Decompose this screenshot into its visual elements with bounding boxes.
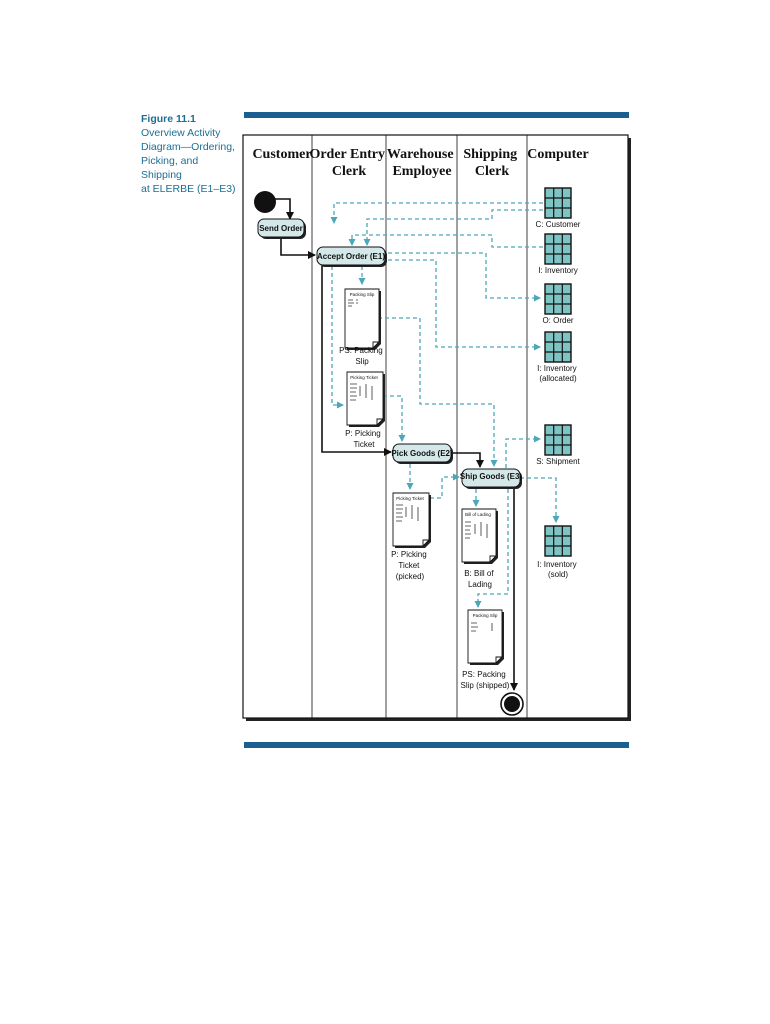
activity-accept-order: Accept Order (E1) [316, 246, 387, 267]
flow-pick-goods-to-ship-goods [452, 452, 484, 468]
document-title: Picking Ticket [350, 375, 378, 380]
database-grid-icon [544, 424, 572, 456]
activity-send-order: Send Order [257, 218, 306, 239]
document-packing-slip: Packing Slip PS: Packing Slip [339, 288, 385, 366]
store-order: O: Order [542, 283, 574, 325]
document-label: P: Picking Ticket [345, 429, 383, 449]
lane-header-customer: Customer [252, 147, 311, 162]
data-flows [330, 202, 560, 608]
document-picking-ticket-picked: Picking Ticket P: Picking Ticket (picked… [391, 492, 431, 581]
flow-picking-ticket-to-pick-goods [383, 395, 406, 442]
activity-pick-goods: Pick Goods (E2) [391, 443, 453, 464]
flow-accept-order-to-inventory-allocated [388, 259, 541, 351]
store-inventory: I: Inventory [538, 233, 578, 275]
flow-send-order-to-accept-order [280, 239, 316, 259]
store-label: C: Customer [536, 220, 581, 229]
flow-accept-order-to-order [388, 252, 541, 302]
flow-picking-ticket-picked-to-ship-goods [430, 473, 460, 499]
document-label: PS: Packing Slip (shipped) [461, 670, 510, 690]
caption-line: Diagram—Ordering, [141, 141, 235, 153]
document-icon [461, 508, 498, 564]
flow-ship-goods-to-packing-slip-shipped [474, 489, 509, 608]
store-label: O: Order [542, 316, 573, 325]
lane-header-shipping-clerk: Shipping Clerk [463, 147, 520, 179]
document-title: Picking Ticket [396, 496, 424, 501]
flow-customer-to-accept-order [363, 209, 543, 246]
document-label: PS: Packing Slip [339, 346, 385, 366]
document-bill-of-lading: Bill of Lading B: Bill of Lading [461, 508, 498, 589]
document-label: B: Bill of Lading [464, 569, 496, 589]
document-packing-slip-shipped: Packing Slip PS: Packing Slip (shipped) [461, 609, 510, 690]
activity-ship-goods: Ship Goods (E3) [460, 468, 523, 489]
final-node [504, 696, 520, 712]
document-picking-ticket: Picking Ticket P: Picking Ticket [345, 371, 385, 449]
flow-packing-slip-to-ship-goods [378, 317, 498, 467]
store-label: I: Inventory (allocated) [537, 364, 579, 383]
database-grid-icon [544, 525, 572, 557]
figure-number: Figure 11.1 [141, 113, 196, 125]
figure-caption: Figure 11.1 Overview Activity Diagram—Or… [141, 112, 241, 196]
database-grid-icon [544, 283, 572, 315]
activity-label: Send Order [259, 224, 303, 233]
initial-node [254, 191, 276, 213]
flow-start-to-send-order [274, 198, 294, 220]
flow-ship-goods-to-inventory-sold [520, 477, 560, 523]
bottom-rule [244, 742, 629, 748]
activity-label: Pick Goods (E2) [391, 449, 453, 458]
store-inventory-allocated: I: Inventory (allocated) [537, 331, 579, 383]
caption-line: at ELERBE (E1–E3) [141, 183, 236, 195]
flow-ship-goods-to-shipment [505, 435, 541, 468]
top-rule [244, 112, 629, 118]
control-flows [274, 198, 518, 691]
document-icon [346, 371, 385, 427]
flow-inventory-to-accept-order [348, 234, 543, 248]
caption-line: Overview Activity [141, 127, 221, 139]
caption-line: Picking, and Shipping [141, 155, 199, 181]
lane-header-computer: Computer [527, 147, 588, 162]
store-inventory-sold: I: Inventory (sold) [537, 525, 579, 579]
activity-label: Ship Goods (E3) [460, 472, 523, 481]
document-icon [344, 288, 381, 350]
activity-label: Accept Order (E1) [317, 252, 385, 261]
store-label: I: Inventory [538, 266, 578, 275]
store-label: S: Shipment [536, 457, 580, 466]
database-grid-icon [544, 331, 572, 363]
document-label: P: Picking Ticket (picked) [391, 550, 429, 581]
store-shipment: S: Shipment [536, 424, 581, 466]
database-grid-icon [544, 233, 572, 265]
document-title: Bill of Lading [465, 512, 491, 517]
lane-header-warehouse-employee: Warehouse Employee [387, 147, 457, 179]
lane-header-order-entry-clerk: Order Entry Clerk [309, 147, 388, 179]
document-title: Packing Slip [473, 613, 498, 618]
store-customer: C: Customer [536, 187, 581, 229]
flow-accept-order-to-pick-goods [321, 266, 392, 456]
database-grid-icon [544, 187, 572, 219]
store-label: I: Inventory (sold) [537, 560, 579, 579]
document-icon [467, 609, 504, 665]
document-title: Packing Slip [350, 292, 375, 297]
document-icon [392, 492, 431, 548]
